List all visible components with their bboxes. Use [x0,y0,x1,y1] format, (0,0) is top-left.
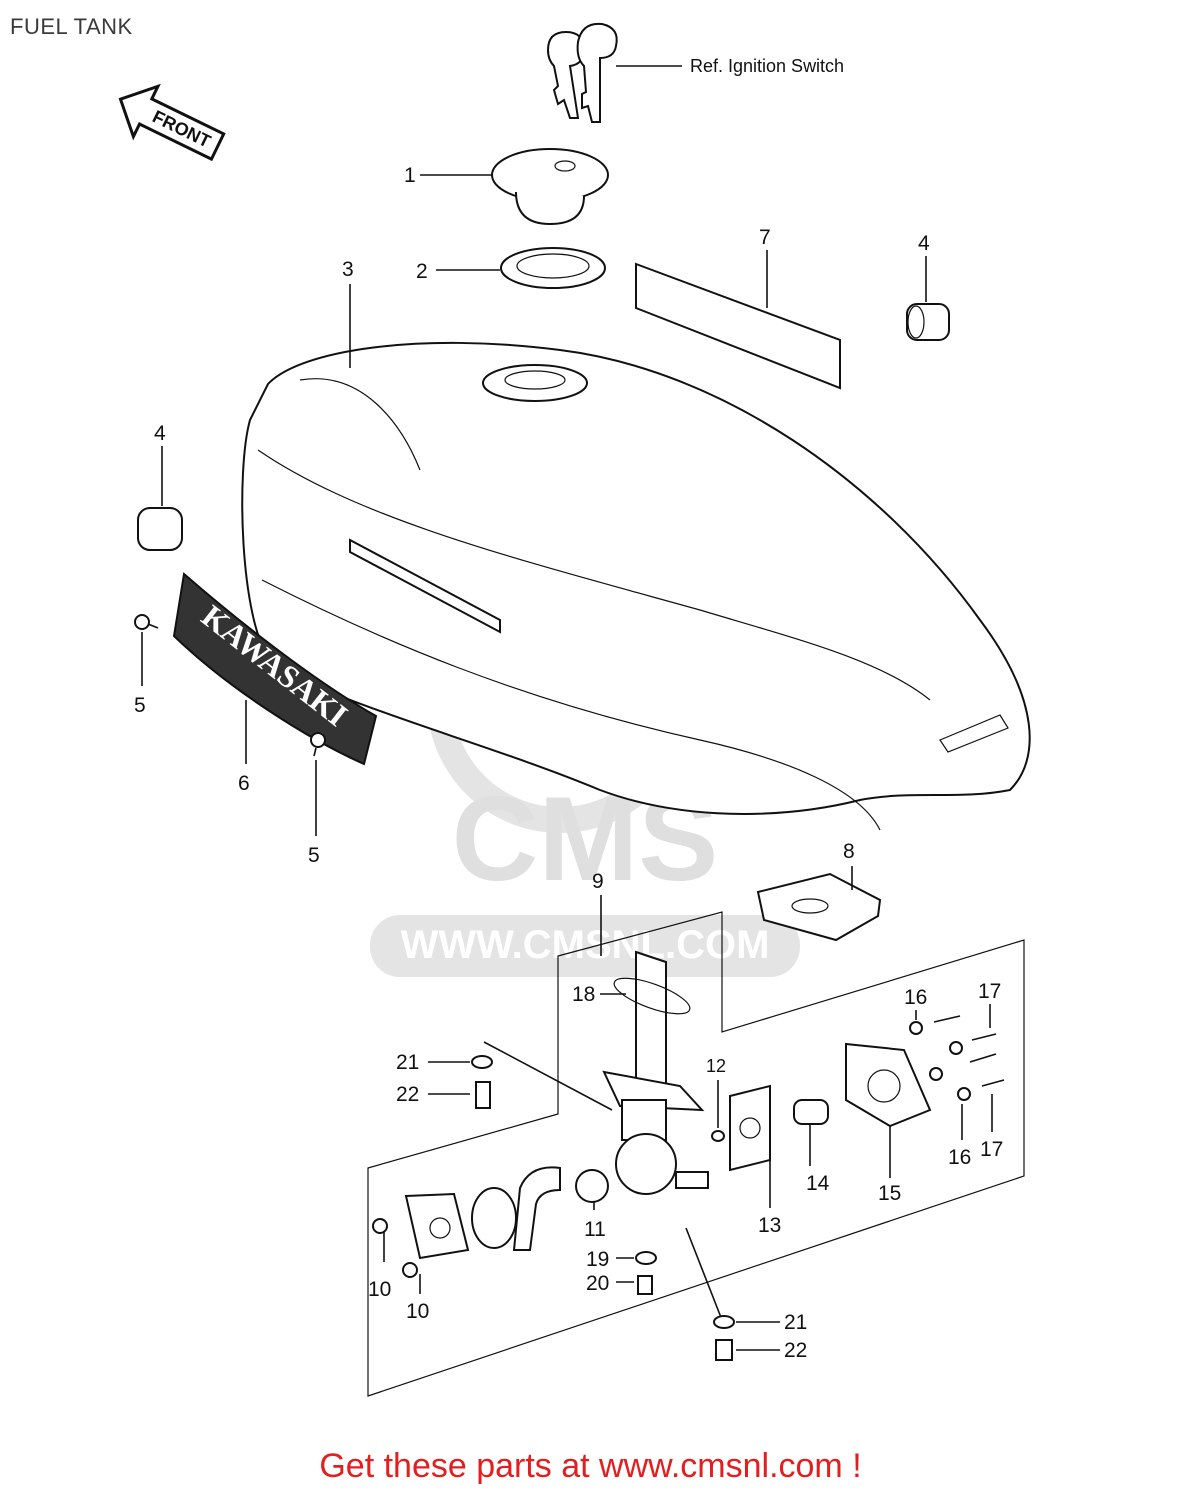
page-title: FUEL TANK [10,14,133,39]
callout-4b: 4 [918,232,930,255]
callout-21a: 21 [396,1051,419,1074]
cap-gasket: 2 [416,247,606,289]
damper-right: 4 [906,232,950,341]
front-arrow: FRONT [118,83,226,162]
watermark-url: WWW.CMSNL.COM [401,923,770,967]
callout-1: 1 [404,164,416,187]
callout-16b: 16 [948,1146,971,1169]
callout-12: 12 [706,1056,726,1076]
callout-20: 20 [586,1272,609,1295]
ignition-keys: Ref. Ignition Switch [546,22,844,123]
parts-footer-link[interactable]: Get these parts at www.cmsnl.com ! [319,1447,862,1485]
rear-pad: 8 [756,840,882,942]
callout-11: 11 [584,1218,606,1241]
ref-ignition-label: Ref. Ignition Switch [690,56,844,76]
emblem-screw-bottom: 5 [308,732,326,867]
damper-left: 4 [137,422,183,551]
callout-4a: 4 [154,422,166,445]
callout-8: 8 [843,840,855,863]
callout-15: 15 [878,1182,901,1205]
callout-3: 3 [342,258,354,281]
callout-17b: 17 [980,1138,1003,1161]
callout-16a: 16 [904,986,927,1009]
fuel-cock-assembly: 9 18 12 13 14 15 [367,870,1025,1397]
callout-14: 14 [806,1172,830,1195]
callout-21b: 21 [784,1311,807,1334]
callout-22b: 22 [784,1339,807,1362]
callout-19: 19 [586,1248,609,1271]
callout-6: 6 [238,772,250,795]
callout-18: 18 [572,983,595,1006]
callout-13: 13 [758,1214,781,1237]
fuel-tank: 3 [241,258,1031,831]
callout-10a: 10 [368,1278,391,1301]
callout-2: 2 [416,260,428,283]
fuel-cap: 1 [404,148,609,226]
callout-5a: 5 [134,694,146,717]
fuel-tank-diagram: CMS WWW.CMSNL.COM FRONT Ref. Ignition Sw… [118,22,1031,1397]
callout-22a: 22 [396,1083,419,1106]
callout-17a: 17 [978,980,1001,1003]
callout-10b: 10 [406,1300,429,1323]
callout-7: 7 [759,226,771,249]
tank-pad-strip: 7 [635,226,841,390]
callout-9: 9 [592,870,604,893]
emblem-screw-top: 5 [134,614,159,717]
callout-5b: 5 [308,844,320,867]
